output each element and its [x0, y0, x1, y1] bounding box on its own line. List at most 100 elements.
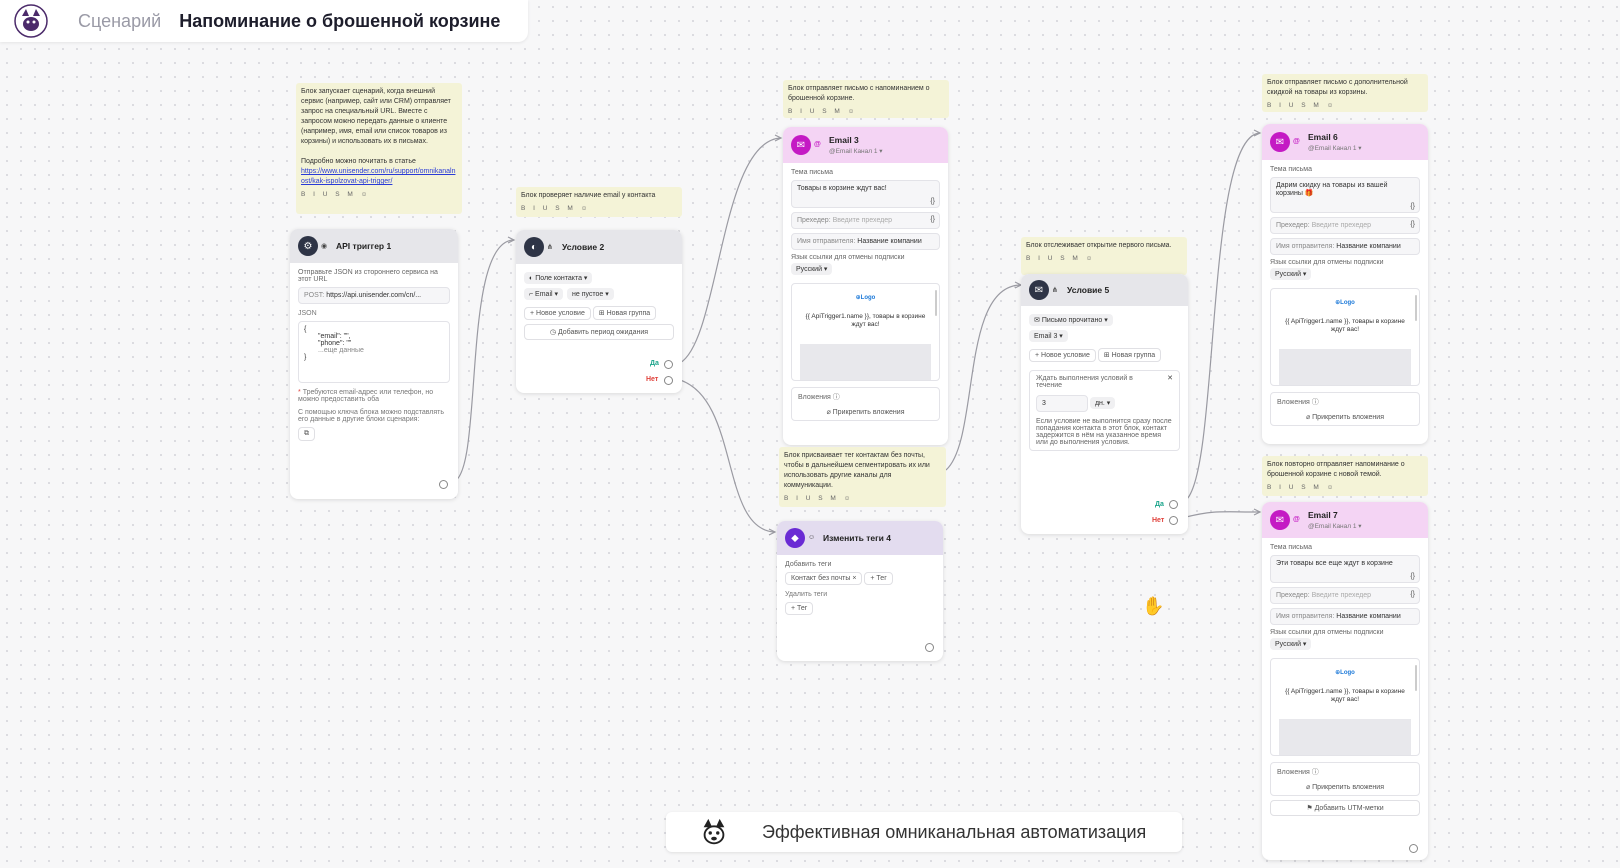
condition-5-card[interactable]: ✉ ⋔ Условие 5 ✉ Письмо прочитано ▾ Email…	[1021, 274, 1188, 534]
email-preview[interactable]: ⊕Logo {{ ApiTrigger1.name }}, товары в к…	[791, 283, 940, 381]
card-title: Условие 5	[1067, 285, 1110, 295]
note-condition-5[interactable]: Блок отслеживает открытие первого письма…	[1021, 237, 1187, 275]
channel-select[interactable]: @Email Канал 1 ▾	[829, 148, 883, 155]
new-group-button[interactable]: ⊞ Новая группа	[592, 306, 657, 320]
top-header: Сценарий Напоминание о брошенной корзине	[0, 0, 528, 42]
sender-field[interactable]: Имя отправителя: Название компании	[1270, 608, 1420, 625]
note-condition-2[interactable]: Блок проверяет наличие email у контакта …	[516, 187, 682, 217]
card-title: Email 6	[1308, 132, 1338, 142]
preheader-field[interactable]: Прехедер: Введите прехедер{}	[791, 212, 940, 229]
card-header: ◐ ⋔ Условие 2	[516, 230, 682, 264]
post-url-field[interactable]: POST: https://api.unisender.com/cn/...	[298, 287, 450, 304]
email-select[interactable]: Email 3 ▾	[1029, 330, 1068, 342]
attach-button[interactable]: ⌀ Прикрепить вложения	[826, 409, 905, 416]
new-group-button[interactable]: ⊞ Новая группа	[1097, 348, 1162, 362]
email-preview[interactable]: ⊕Logo {{ ApiTrigger1.name }}, товары в к…	[1270, 658, 1420, 756]
dog-logo-icon[interactable]	[14, 4, 48, 38]
card-title: Email 3	[829, 135, 859, 145]
scrollbar[interactable]	[1415, 295, 1417, 321]
note-link[interactable]: https://www.unisender.com/ru/support/omn…	[301, 168, 456, 185]
envelope-open-icon: ✉	[1029, 280, 1049, 300]
subject-field[interactable]: Товары в корзине ждут вас!{}	[791, 180, 940, 208]
subject-label: Тема письма	[791, 169, 833, 176]
note-toolbar[interactable]: B I U S M ☺	[1267, 484, 1337, 491]
cond2-yes-port[interactable]	[664, 360, 673, 369]
add-tag-button[interactable]: + Тег	[864, 572, 893, 585]
change-tags-4-card[interactable]: ⬥ ☺ Изменить теги 4 Добавить теги Контак…	[777, 521, 943, 661]
tag-chip[interactable]: Контакт без почты ×	[785, 572, 863, 585]
logo-placeholder: ⊕Logo	[1335, 670, 1355, 676]
sender-field[interactable]: Имя отправителя: Название компании	[1270, 238, 1420, 255]
lang-select[interactable]: Русский ▾	[1270, 638, 1312, 650]
tags4-output-port[interactable]	[925, 643, 934, 652]
note-api-trigger[interactable]: Блок запускает сценарий, когда внешний с…	[296, 83, 462, 214]
wait-unit-select[interactable]: дн. ▾	[1089, 397, 1116, 409]
image-placeholder	[1279, 719, 1411, 755]
new-condition-button[interactable]: + Новое условие	[1029, 349, 1096, 362]
card-header: ✉ @ Email 7 @Email Канал 1 ▾	[1262, 502, 1428, 538]
wait-number-input[interactable]: 3	[1036, 395, 1088, 412]
note-email-6[interactable]: Блок отправляет письмо с дополнительной …	[1262, 74, 1428, 112]
operator-select[interactable]: не пустое ▾	[566, 288, 614, 300]
email-6-card[interactable]: ✉ @ Email 6 @Email Канал 1 ▾ Тема письма…	[1262, 124, 1428, 444]
note-toolbar[interactable]: B I U S M ☺	[1026, 255, 1096, 262]
cond5-yes-port[interactable]	[1169, 500, 1178, 509]
subject-field[interactable]: Эти товары все еще ждут в корзине{}	[1270, 555, 1420, 583]
email-select[interactable]: ⌐ Email ▾	[524, 288, 564, 300]
close-icon[interactable]: ✕	[1167, 375, 1173, 382]
lang-select[interactable]: Русский ▾	[1270, 268, 1312, 280]
api-icon: ◉	[321, 242, 328, 250]
breadcrumb-scenario[interactable]: Сценарий	[78, 10, 162, 31]
envelope-icon: ✉	[791, 135, 811, 155]
email-preview[interactable]: ⊕Logo {{ ApiTrigger1.name }}, товары в к…	[1270, 288, 1420, 386]
json-field[interactable]: { "email": "", "phone": "" ...еще данные…	[298, 321, 450, 383]
note-tags-4[interactable]: Блок присваивает тег контактам без почты…	[779, 447, 946, 507]
info-icon: ⓘ	[832, 394, 840, 401]
attach-button[interactable]: ⌀ Прикрепить вложения	[1305, 414, 1385, 421]
event-select[interactable]: ✉ Письмо прочитано ▾	[1029, 314, 1113, 326]
remove-tags-label: Удалить теги	[785, 591, 828, 598]
channel-select[interactable]: @Email Канал 1 ▾	[1308, 145, 1362, 152]
user-icon: ☺	[808, 533, 816, 541]
api-trigger-card[interactable]: ⚙ ◉ API триггер 1 Отправьте JSON из стор…	[290, 229, 458, 499]
email-3-card[interactable]: ✉ @ Email 3 @Email Канал 1 ▾ Тема письма…	[783, 127, 948, 445]
key-desc: С помощью ключа блока можно подставлять …	[298, 409, 445, 423]
add-wait-button[interactable]: ◷ Добавить период ожидания	[524, 324, 674, 340]
attach-button[interactable]: ⌀ Прикрепить вложения	[1305, 784, 1385, 791]
new-condition-button[interactable]: + Новое условие	[524, 307, 591, 320]
required-text: * Требуются email-адрес или телефон, но …	[298, 389, 434, 403]
condition-2-card[interactable]: ◐ ⋔ Условие 2 ◐ Поле контакта ▾ ⌐ Email …	[516, 230, 682, 393]
subject-field[interactable]: Дарим скидку на товары из вашей корзины …	[1270, 177, 1420, 213]
sender-field[interactable]: Имя отправителя: Название компании	[791, 233, 940, 250]
scrollbar[interactable]	[935, 290, 937, 316]
card-title: Email 7	[1308, 510, 1338, 520]
note-toolbar[interactable]: B I U S M ☺	[521, 205, 591, 212]
note-toolbar[interactable]: B I U S M ☺	[301, 191, 371, 198]
branch-icon: ⋔	[1052, 286, 1058, 294]
preheader-field[interactable]: Прехедер: Введите прехедер{}	[1270, 587, 1420, 604]
info-icon: ⓘ	[1311, 399, 1319, 406]
lang-select[interactable]: Русский ▾	[791, 263, 833, 275]
copy-key-button[interactable]: ⧉	[298, 427, 315, 441]
remove-tag-button[interactable]: + Тег	[785, 602, 814, 615]
email7-output-port[interactable]	[1409, 844, 1418, 853]
page-title[interactable]: Напоминание о брошенной корзине	[179, 10, 501, 31]
email-7-card[interactable]: ✉ @ Email 7 @Email Канал 1 ▾ Тема письма…	[1262, 502, 1428, 860]
tag-icon: ⬥	[785, 528, 805, 548]
note-email-7[interactable]: Блок повторно отправляет напоминание о б…	[1262, 456, 1428, 496]
cond5-no-port[interactable]	[1169, 516, 1178, 525]
note-toolbar[interactable]: B I U S M ☺	[784, 495, 854, 502]
preheader-field[interactable]: Прехедер: Введите прехедер{}	[1270, 217, 1420, 234]
add-utm-button[interactable]: ⚑ Добавить UTM-метки	[1270, 800, 1420, 816]
at-icon: @	[1293, 515, 1300, 523]
envelope-icon: ✉	[1270, 510, 1290, 530]
channel-select[interactable]: @Email Канал 1 ▾	[1308, 523, 1362, 530]
api-output-port[interactable]	[439, 480, 448, 489]
cond2-no-port[interactable]	[664, 376, 673, 385]
scrollbar[interactable]	[1415, 665, 1417, 691]
note-toolbar[interactable]: B I U S M ☺	[788, 108, 858, 115]
note-email-3[interactable]: Блок отправляет письмо с напоминанием о …	[783, 80, 949, 118]
note-toolbar[interactable]: B I U S M ☺	[1267, 102, 1337, 109]
field-select[interactable]: ◐ Поле контакта ▾	[524, 272, 593, 284]
link-cond5-no-to-email7	[1185, 511, 1261, 518]
